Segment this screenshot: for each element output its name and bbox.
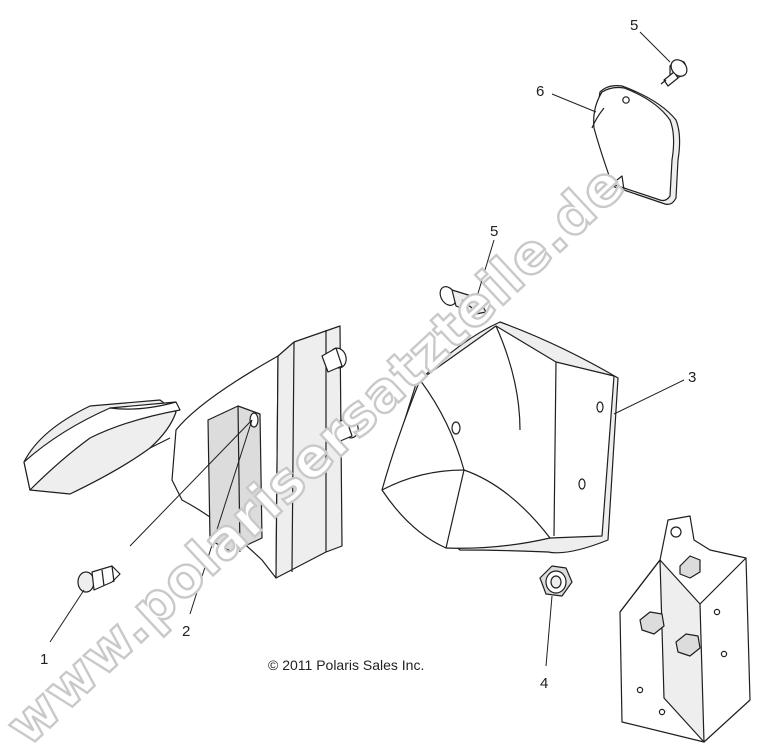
- part-5-rivet-top: [660, 59, 688, 87]
- part-6-bracket: [591, 85, 681, 205]
- part-4-nut: [539, 565, 573, 597]
- leader-2: [189, 419, 253, 615]
- leader-5-top: [639, 31, 671, 63]
- leader-1: [49, 589, 85, 643]
- part-3-shield: [381, 321, 619, 554]
- callout-1: 1: [40, 651, 48, 668]
- callout-2: 2: [182, 623, 190, 640]
- leader-5-mid: [475, 239, 495, 301]
- callout-4: 4: [540, 675, 548, 692]
- callout-5-mid: 5: [490, 223, 498, 240]
- leader-2b: [129, 419, 253, 547]
- part-5-rivet-mid: [439, 286, 491, 319]
- leader-3: [613, 379, 685, 415]
- callout-5-top: 5: [630, 17, 638, 34]
- callout-6: 6: [536, 83, 544, 100]
- callout-3: 3: [688, 369, 696, 386]
- leader-4: [545, 595, 553, 667]
- copyright-notice: © 2011 Polaris Sales Inc.: [268, 657, 424, 673]
- leader-lines: [49, 31, 685, 667]
- reference-bracket-inset: [619, 515, 751, 743]
- leader-6: [551, 93, 597, 113]
- callouts: 1 2 3 4 5 5 6: [40, 17, 696, 692]
- part-1-rivet: [77, 565, 121, 593]
